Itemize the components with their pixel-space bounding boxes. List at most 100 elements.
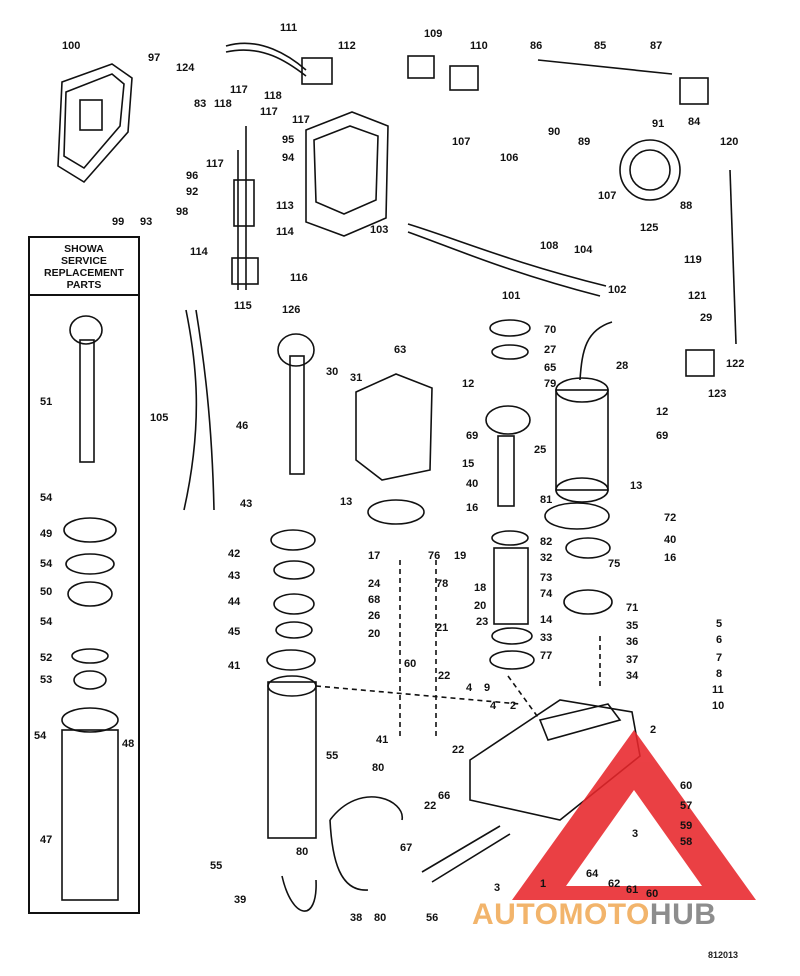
callout-54: 54 (34, 730, 47, 742)
callout-125: 125 (640, 222, 659, 234)
callout-117: 117 (206, 158, 224, 170)
callout-22: 22 (424, 800, 437, 812)
callout-6: 6 (716, 634, 723, 646)
callout-91: 91 (652, 118, 665, 130)
callout-43: 43 (240, 498, 253, 510)
callout-41: 41 (376, 734, 389, 746)
callout-51: 51 (40, 396, 53, 408)
callout-20: 20 (474, 600, 487, 612)
callout-122: 122 (726, 358, 745, 370)
callout-22: 22 (438, 670, 451, 682)
callout-114: 114 (190, 246, 208, 258)
callout-19: 19 (454, 550, 467, 562)
inset-title-line: PARTS (66, 279, 102, 291)
power-pack-drawing (57, 63, 133, 184)
callout-92: 92 (186, 186, 199, 198)
callout-9: 9 (484, 682, 491, 694)
callout-74: 74 (540, 588, 553, 600)
callout-52: 52 (40, 652, 53, 664)
callout-35: 35 (626, 620, 639, 632)
callout-107: 107 (452, 136, 471, 148)
callout-69: 69 (656, 430, 669, 442)
callout-30: 30 (326, 366, 339, 378)
callout-66: 66 (438, 790, 451, 802)
watermark-logo: AUTOMOTOHUB (472, 898, 716, 932)
callout-43: 43 (228, 570, 241, 582)
callout-107: 107 (598, 190, 617, 202)
callout-112: 112 (338, 40, 356, 52)
callout-118: 118 (264, 90, 282, 102)
callout-36: 36 (626, 636, 639, 648)
callout-54: 54 (40, 558, 53, 570)
callout-124: 124 (176, 62, 195, 74)
callout-76: 76 (428, 550, 441, 562)
callout-88: 88 (680, 200, 693, 212)
callout-55: 55 (210, 860, 223, 872)
callout-126: 126 (282, 304, 301, 316)
callout-27: 27 (544, 344, 557, 356)
callout-96: 96 (186, 170, 199, 182)
callout-22: 22 (452, 744, 465, 756)
callout-45: 45 (228, 626, 241, 638)
callout-16: 16 (664, 552, 677, 564)
callout-61: 61 (626, 884, 639, 896)
callout-23: 23 (476, 616, 489, 628)
callout-46: 46 (236, 420, 249, 432)
callout-59: 59 (680, 820, 693, 832)
callout-101: 101 (502, 290, 521, 302)
callout-60: 60 (646, 888, 659, 900)
callout-80: 80 (374, 912, 387, 924)
callout-56: 56 (426, 912, 439, 924)
callout-82: 82 (540, 536, 553, 548)
callout-123: 123 (708, 388, 727, 400)
callout-34: 34 (626, 670, 639, 682)
callout-81: 81 (540, 494, 553, 506)
callout-13: 13 (630, 480, 643, 492)
inset-title-line: REPLACEMENT (44, 267, 124, 279)
callout-70: 70 (544, 324, 557, 336)
callout-98: 98 (176, 206, 189, 218)
callout-7: 7 (716, 652, 723, 664)
callout-77: 77 (540, 650, 553, 662)
callout-37: 37 (626, 654, 639, 666)
callout-104: 104 (574, 244, 593, 256)
callout-41: 41 (228, 660, 241, 672)
callout-113: 113 (276, 200, 294, 212)
drawing-code: 812013 (708, 950, 739, 960)
callout-57: 57 (680, 800, 693, 812)
callout-102: 102 (608, 284, 627, 296)
callout-24: 24 (368, 578, 381, 590)
callout-25: 25 (534, 444, 547, 456)
callout-90: 90 (548, 126, 561, 138)
inset-title-line: SERVICE (61, 255, 107, 267)
callout-26: 26 (368, 610, 381, 622)
callout-4: 4 (490, 700, 497, 712)
callout-38: 38 (350, 912, 363, 924)
callout-95: 95 (282, 134, 295, 146)
callout-97: 97 (148, 52, 161, 64)
callout-58: 58 (680, 836, 693, 848)
callout-100: 100 (62, 40, 81, 52)
callout-5: 5 (716, 618, 723, 630)
callout-118: 118 (214, 98, 232, 110)
callout-42: 42 (228, 548, 241, 560)
callout-28: 28 (616, 360, 629, 372)
callout-32: 32 (540, 552, 553, 564)
callout-99: 99 (112, 216, 125, 228)
callout-55: 55 (326, 750, 339, 762)
callout-31: 31 (350, 372, 363, 384)
callout-44: 44 (228, 596, 241, 608)
callout-4: 4 (466, 682, 473, 694)
callout-11: 11 (712, 684, 724, 696)
callout-12: 12 (462, 378, 475, 390)
callout-83: 83 (194, 98, 207, 110)
callout-86: 86 (530, 40, 543, 52)
callout-106: 106 (500, 152, 519, 164)
callout-10: 10 (712, 700, 725, 712)
callout-63: 63 (394, 344, 407, 356)
callout-116: 116 (290, 272, 308, 284)
callout-110: 110 (470, 40, 488, 52)
callout-18: 18 (474, 582, 487, 594)
